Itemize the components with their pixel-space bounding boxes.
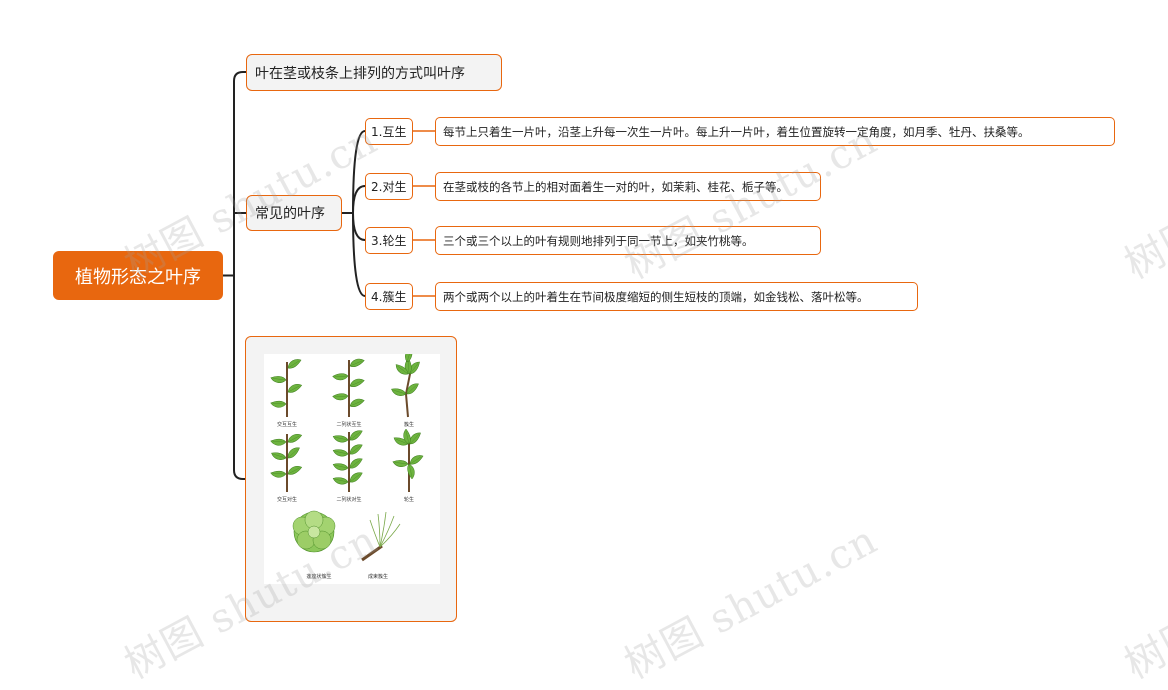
- type-alternate-topic[interactable]: 1.互生: [365, 118, 413, 145]
- common-types-label: 常见的叶序: [255, 206, 325, 222]
- type-whorled-description[interactable]: 三个或三个以上的叶有规则地排列于同一节上，如夹竹桃等。: [435, 226, 821, 255]
- type-label: 1.互生: [371, 125, 407, 139]
- description-text: 两个或两个以上的叶着生在节间极度缩短的侧生短枝的顶端，如金钱松、落叶松等。: [443, 289, 869, 304]
- type-fascicled-topic[interactable]: 4.簇生: [365, 283, 413, 310]
- type-alternate-description[interactable]: 每节上只着生一片叶，沿茎上升每一次生一片叶。每上升一片叶，着生位置旋转一定角度，…: [435, 117, 1115, 146]
- root-topic-label: 植物形态之叶序: [75, 266, 201, 288]
- illustration-label: 莲座状簇生: [306, 573, 331, 580]
- type-label: 3.轮生: [371, 234, 407, 248]
- type-whorled-topic[interactable]: 3.轮生: [365, 227, 413, 254]
- type-opposite-topic[interactable]: 2.对生: [365, 173, 413, 200]
- common-types-topic[interactable]: 常见的叶序: [246, 195, 342, 231]
- description-text: 三个或三个以上的叶有规则地排列于同一节上，如夹竹桃等。: [443, 233, 754, 248]
- rosette-plant-icon: [292, 510, 336, 553]
- definition-topic[interactable]: 叶在茎或枝条上排列的方式叫叶序: [246, 54, 502, 91]
- illustration-label: 簇生: [404, 421, 414, 428]
- definition-label: 叶在茎或枝条上排列的方式叫叶序: [255, 65, 465, 82]
- type-fascicled-description[interactable]: 两个或两个以上的叶着生在节间极度缩短的侧生短枝的顶端，如金钱松、落叶松等。: [435, 282, 918, 311]
- illustration-topic[interactable]: 交互互生 二列状互生 簇生 交互对生 二列状对生 轮生 莲座状簇生 成束簇生: [245, 336, 457, 622]
- bundled-fascicle-icon: [361, 511, 401, 562]
- alternate-plant-icon: [269, 357, 304, 417]
- type-label: 2.对生: [371, 180, 407, 194]
- illustration-label: 二列状对生: [336, 496, 361, 503]
- illustration-label: 交互对生: [277, 496, 297, 503]
- decussate-plant-icon: [269, 432, 304, 492]
- type-opposite-description[interactable]: 在茎或枝的各节上的相对面着生一对的叶，如茉莉、桂花、栀子等。: [435, 172, 821, 201]
- illustration-label: 轮生: [404, 496, 414, 503]
- two-ranked-opposite-plant-icon: [331, 428, 365, 492]
- illustration-label: 交互互生: [277, 421, 297, 428]
- description-text: 在茎或枝的各节上的相对面着生一对的叶，如茉莉、桂花、栀子等。: [443, 179, 788, 194]
- description-text: 每节上只着生一片叶，沿茎上升每一次生一片叶。每上升一片叶，着生位置旋转一定角度，…: [443, 124, 1030, 139]
- illustration-label: 成束簇生: [368, 573, 388, 580]
- whorled-plant-icon: [391, 428, 425, 492]
- phyllotaxy-illustration: 交互互生 二列状互生 簇生 交互对生 二列状对生 轮生 莲座状簇生 成束簇生: [264, 354, 440, 584]
- illustration-label: 二列状互生: [336, 421, 361, 428]
- fascicled-plant-icon: [390, 354, 423, 418]
- phyllotaxy-drawing: 交互互生 二列状互生 簇生 交互对生 二列状对生 轮生 莲座状簇生 成束簇生: [269, 354, 425, 580]
- two-ranked-alternate-plant-icon: [332, 357, 366, 417]
- connector-lines: [223, 71, 435, 480]
- type-label: 4.簇生: [371, 290, 407, 304]
- root-topic[interactable]: 植物形态之叶序: [53, 251, 223, 300]
